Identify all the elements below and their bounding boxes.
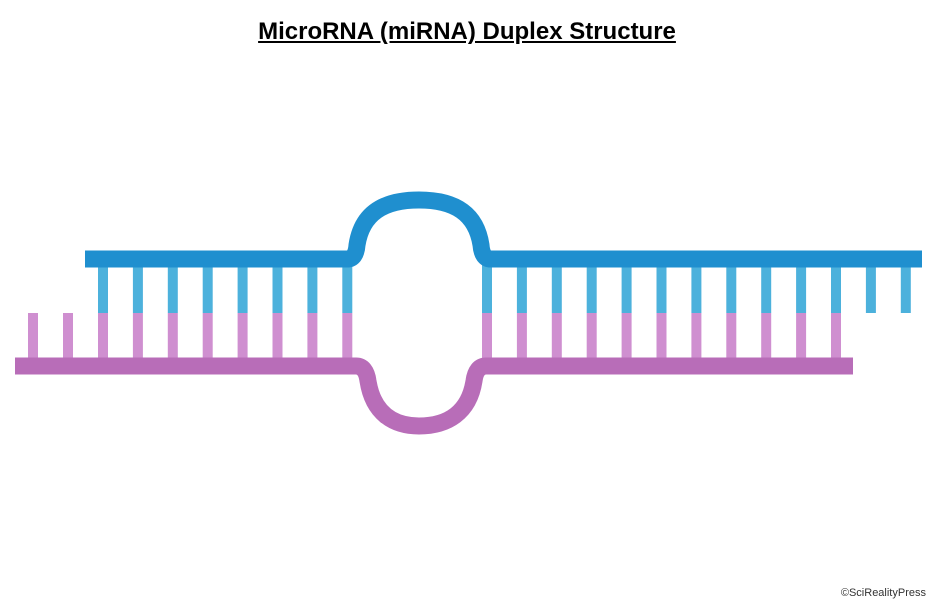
- top-base: [586, 265, 597, 313]
- bottom-base: [516, 313, 527, 360]
- bottom-base: [586, 313, 597, 360]
- bottom-base: [202, 313, 213, 360]
- bottom-base: [98, 313, 108, 360]
- bottom-base: [831, 313, 841, 360]
- bottom-base: [796, 313, 807, 360]
- bottom-base: [342, 313, 353, 360]
- bottom-base: [482, 313, 492, 360]
- bottom-base: [691, 313, 702, 360]
- top-strand-bases: [98, 265, 911, 313]
- bottom-base: [307, 313, 318, 360]
- bottom-base: [551, 313, 562, 360]
- top-base: [167, 265, 178, 313]
- top-base: [516, 265, 527, 313]
- top-base: [831, 265, 841, 313]
- page-title: MicroRNA (miRNA) Duplex Structure: [258, 18, 676, 45]
- bottom-base: [132, 313, 143, 360]
- top-base: [796, 265, 807, 313]
- bottom-base: [167, 313, 178, 360]
- bottom-base: [272, 313, 283, 360]
- top-base: [621, 265, 632, 313]
- top-base: [482, 265, 492, 313]
- bottom-strand-bases: [28, 313, 841, 360]
- bottom-base: [761, 313, 772, 360]
- top-base: [272, 265, 283, 313]
- top-base: [342, 265, 353, 313]
- bottom-base: [63, 313, 73, 360]
- copyright-notice: ©SciRealityPress: [840, 587, 926, 599]
- top-strand-backbone: [85, 191, 922, 268]
- top-base: [98, 265, 108, 313]
- top-base: [691, 265, 702, 313]
- top-base: [865, 265, 876, 313]
- bottom-base: [621, 313, 632, 360]
- top-base: [551, 265, 562, 313]
- bottom-base: [28, 313, 38, 360]
- top-base: [726, 265, 737, 313]
- bottom-base: [237, 313, 248, 360]
- bottom-base: [726, 313, 737, 360]
- bottom-strand-backbone: [15, 357, 853, 435]
- top-base: [132, 265, 143, 313]
- top-base: [237, 265, 248, 313]
- top-base: [307, 265, 318, 313]
- top-base: [656, 265, 667, 313]
- top-base: [900, 265, 911, 313]
- top-base: [202, 265, 213, 313]
- top-base: [761, 265, 772, 313]
- bottom-base: [656, 313, 667, 360]
